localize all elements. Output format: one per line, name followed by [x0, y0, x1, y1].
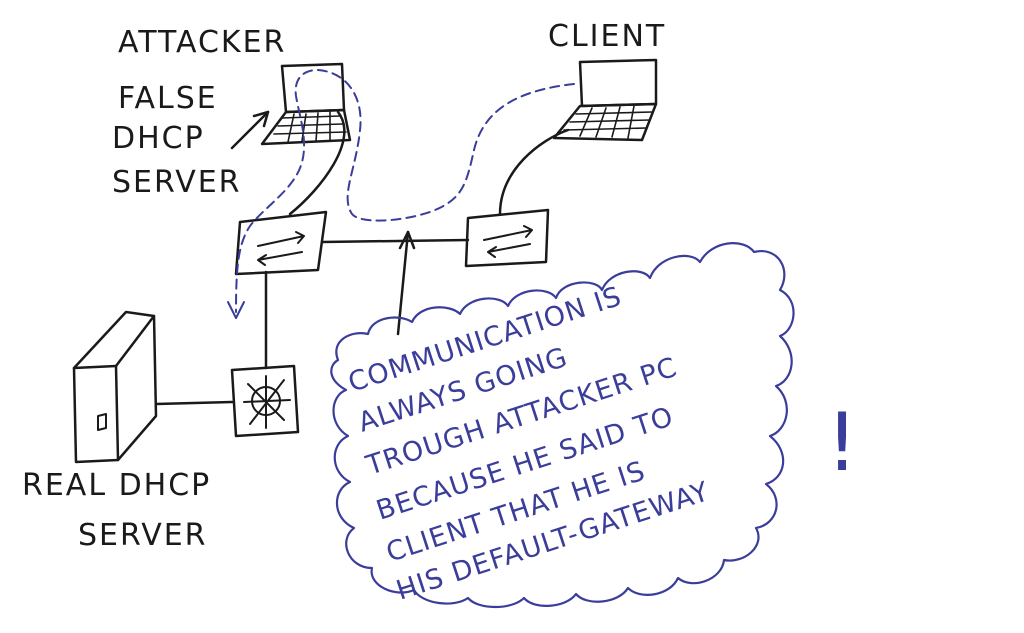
client-laptop-icon	[552, 58, 658, 142]
real-server-label-line-2: SERVER	[78, 518, 208, 553]
real-server-label-line-1: REAL DHCP	[22, 468, 211, 503]
attacker-role-line-2: DHCP	[112, 121, 205, 156]
real-dhcp-server-icon	[72, 310, 158, 464]
client-label: CLIENT	[548, 19, 666, 54]
attacker-laptop-icon	[260, 62, 352, 146]
attacker-label: ATTACKER	[118, 25, 286, 60]
attacker-role-line-3: SERVER	[112, 165, 242, 200]
attacker-role-line-1: FALSE	[118, 81, 218, 116]
traffic-path	[227, 69, 575, 319]
network-links	[154, 110, 570, 406]
pointer-arrow	[230, 110, 270, 150]
exclamation-mark: !	[826, 396, 859, 489]
client-switch-icon	[464, 208, 550, 268]
attacker-switch-icon	[234, 210, 328, 276]
router-icon	[230, 364, 300, 438]
